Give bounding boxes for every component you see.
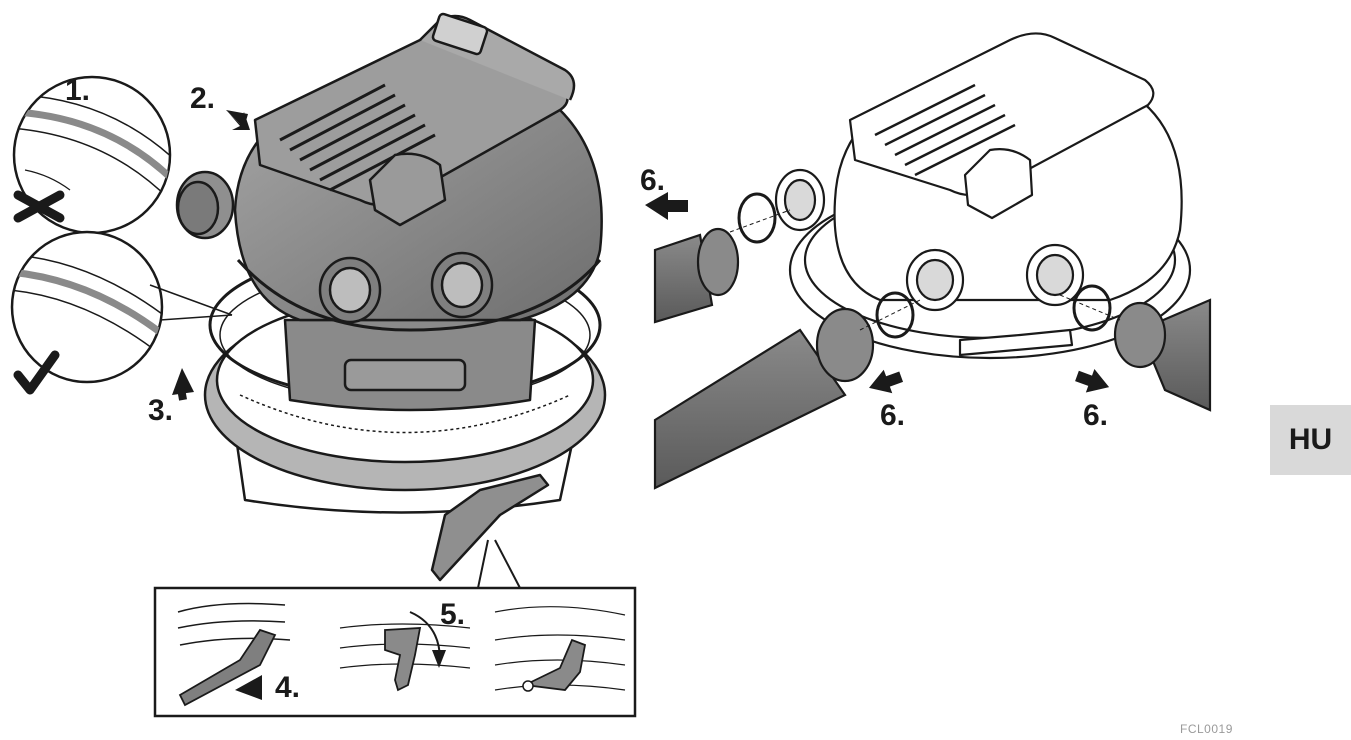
step-6-label-right: 6. — [1083, 399, 1108, 432]
hose-right — [1113, 298, 1212, 412]
clamp-detail-box — [153, 539, 637, 718]
step-5-label: 5. — [440, 598, 465, 631]
step-6-label-mid: 6. — [880, 399, 905, 432]
dashed-guide-lines — [729, 209, 1121, 331]
insert-arrow-icon-mid — [869, 369, 904, 394]
step-2-label: 2. — [190, 82, 215, 115]
step-3-label: 3. — [148, 394, 173, 427]
step-1-label: 1. — [65, 74, 90, 107]
figure-code: FCL0019 — [1180, 722, 1233, 736]
step-4-label: 4. — [275, 671, 300, 704]
insert-arrow-icon-right — [1075, 369, 1110, 393]
vacuum-head-assembly-left — [175, 12, 607, 582]
lift-up-arrow-icon — [172, 368, 194, 401]
hose-top-left — [653, 227, 740, 324]
press-down-arrow-icon — [226, 110, 250, 130]
seal-detail-right — [10, 230, 233, 384]
language-tab: HU — [1270, 405, 1351, 475]
hose-bottom-left — [653, 307, 875, 490]
vacuum-head-assembly-right — [737, 32, 1192, 360]
cross-mark-icon — [13, 190, 65, 223]
insert-arrow-icon-top — [645, 192, 688, 220]
check-mark-icon — [13, 350, 60, 395]
step-6-label-top: 6. — [640, 164, 665, 197]
language-code: HU — [1288, 423, 1333, 456]
